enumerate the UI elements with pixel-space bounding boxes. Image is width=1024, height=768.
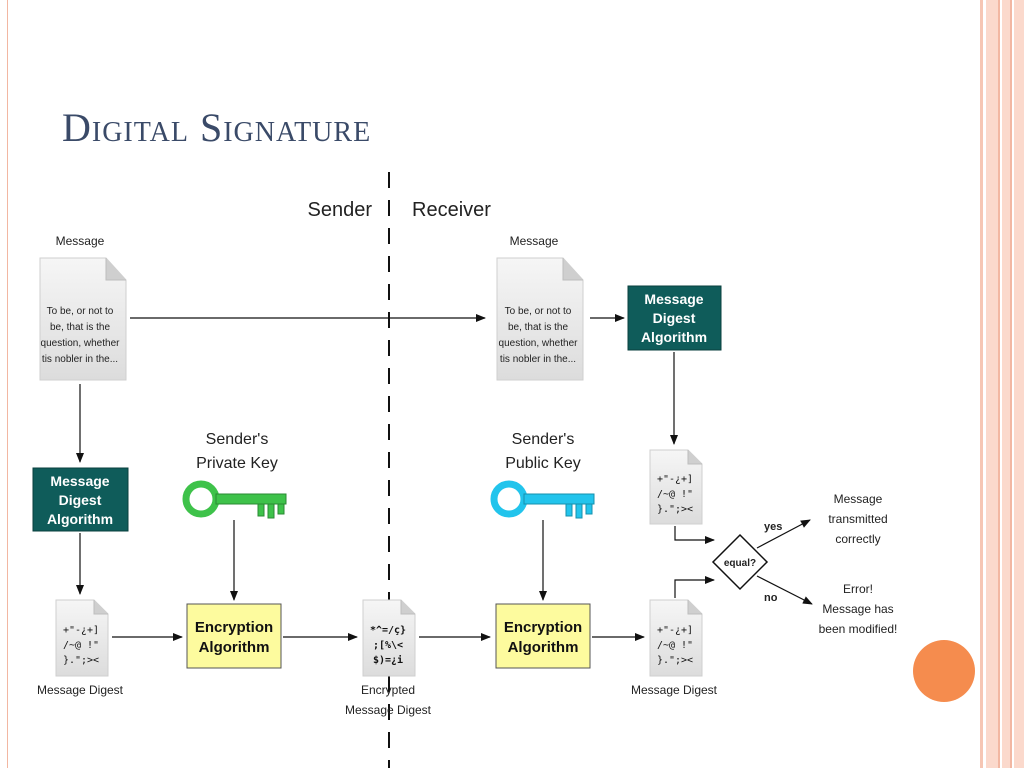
slide-left-border <box>0 0 8 768</box>
encrypted-digest-caption-line: Encrypted <box>361 683 415 697</box>
sender-message-line: be, that is the <box>50 322 110 333</box>
private-key-label-line: Sender's <box>206 431 269 448</box>
receiver-message-line: tis nobler in the... <box>500 354 576 365</box>
sender-message-line: question, whether <box>41 338 121 349</box>
outcome-yes-line: transmitted <box>828 512 887 526</box>
outcome-no-line: been modified! <box>819 622 898 636</box>
sender-digest-caption: Message Digest <box>37 683 124 697</box>
decision-label: equal? <box>724 558 756 569</box>
encrypted-digest-line: *^=/ç} <box>370 625 406 636</box>
outcome-yes-line: Message <box>834 492 883 506</box>
sender-message-digest-algorithm-box: Message Digest Algorithm <box>32 467 129 532</box>
sender-digest-line: +"-¿+] <box>63 625 99 636</box>
receiver-heading: Receiver <box>412 199 491 221</box>
receiver-encrypt-line: Algorithm <box>508 639 579 656</box>
public-key-label-line: Public Key <box>505 455 581 472</box>
outcome-no-line: Message has <box>822 602 893 616</box>
public-key-label-line: Sender's <box>512 431 575 448</box>
receiver-message-digest-algorithm-box: Message Digest Algorithm <box>627 285 722 351</box>
yes-branch-arrow <box>756 519 811 549</box>
sender-message-line: tis nobler in the... <box>42 354 118 365</box>
receiver-digest-bottom-line: +"-¿+] <box>657 625 693 636</box>
sender-encryption-algorithm-box: Encryption Algorithm <box>186 603 282 669</box>
sender-message-line: To be, or not to <box>47 306 114 317</box>
receiver-message-line: question, whether <box>499 338 579 349</box>
no-branch-arrow <box>756 575 813 605</box>
sender-mda-line: Message <box>50 473 109 489</box>
sender-digest-document: +"-¿+] /~@ !" }.";>< <box>55 599 109 677</box>
receiver-digest-top-line: +"-¿+] <box>657 474 693 485</box>
slide-title: Digital Signature <box>62 105 372 150</box>
sender-heading: Sender <box>308 199 373 221</box>
receiver-mda-line: Digest <box>653 310 696 326</box>
receiver-digest-caption: Message Digest <box>631 683 718 697</box>
receiver-message-label: Message <box>510 234 559 248</box>
receiver-digest-top-line: }.";>< <box>657 504 693 515</box>
top-digest-to-compare-arrow <box>674 526 715 544</box>
decorative-orange-dot <box>913 640 975 702</box>
receiver-message-line: be, that is the <box>508 322 568 333</box>
sender-digest-line: }.";>< <box>63 655 99 666</box>
sender-digest-line: /~@ !" <box>63 640 99 651</box>
encrypted-digest-caption-line: Message Digest <box>345 703 432 717</box>
sender-encrypt-line: Algorithm <box>199 639 270 656</box>
no-label: no <box>764 592 778 604</box>
receiver-digest-top-line: /~@ !" <box>657 489 693 500</box>
equality-decision-diamond: equal? <box>711 533 769 591</box>
receiver-digest-bottom-line: }.";>< <box>657 655 693 666</box>
receiver-mda-line: Algorithm <box>641 329 707 345</box>
receiver-encryption-algorithm-box: Encryption Algorithm <box>495 603 591 669</box>
bottom-digest-to-compare-arrow <box>674 576 715 598</box>
outcome-no-line: Error! <box>843 582 873 596</box>
receiver-computed-digest-document: +"-¿+] /~@ !" }.";>< <box>649 449 703 525</box>
decorative-stripes <box>980 0 1024 768</box>
sender-message-label: Message <box>56 234 105 248</box>
sender-mda-line: Digest <box>59 492 102 508</box>
private-key-icon <box>182 480 287 519</box>
receiver-mda-line: Message <box>644 291 703 307</box>
receiver-message-document: Message To be, or not to be, that is the… <box>496 234 584 381</box>
receiver-encrypt-line: Encryption <box>504 619 582 636</box>
receiver-digest-bottom-line: /~@ !" <box>657 640 693 651</box>
receiver-message-line: To be, or not to <box>505 306 572 317</box>
sender-mda-line: Algorithm <box>47 511 113 527</box>
receiver-decrypted-digest-document: +"-¿+] /~@ !" }.";>< <box>649 599 703 677</box>
outcome-yes-line: correctly <box>835 532 880 546</box>
sender-message-document: Message To be, or not to be, that is the… <box>39 234 127 381</box>
private-key-label-line: Private Key <box>196 455 278 472</box>
sender-encrypt-line: Encryption <box>195 619 273 636</box>
yes-label: yes <box>764 521 782 533</box>
encrypted-digest-line: ;[%\< <box>373 640 403 651</box>
encrypted-digest-document: *^=/ç} ;[%\< $)=¿i <box>362 599 416 677</box>
encrypted-digest-line: $)=¿i <box>373 654 403 666</box>
public-key-icon <box>490 480 595 519</box>
